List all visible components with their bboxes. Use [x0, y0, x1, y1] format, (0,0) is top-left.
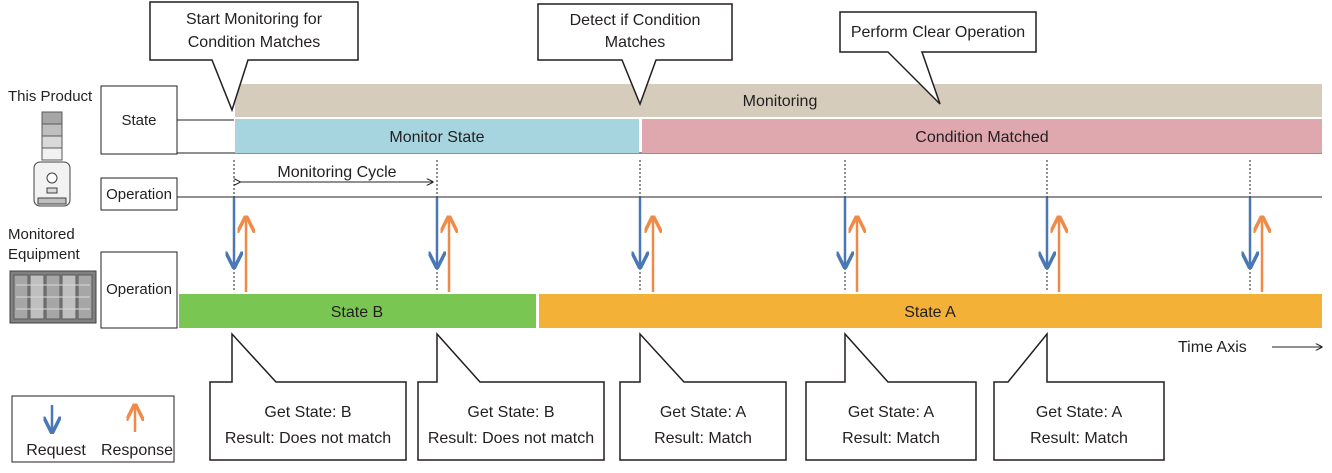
operation-bottom-box — [100, 251, 178, 329]
svg-text:Get State: A: Get State: A — [660, 404, 747, 421]
response-arrows — [246, 217, 1262, 292]
state-row-label: State — [121, 112, 156, 129]
callout-get-state: Get State: B Result: Does not match — [209, 332, 407, 461]
server-rack-icon — [9, 270, 97, 324]
svg-text:Result: Match: Result: Match — [842, 430, 940, 447]
signal-tower-icon — [33, 111, 71, 207]
monitoring-bar — [235, 84, 1322, 117]
svg-text:Detect if Condition: Detect if Condition — [570, 12, 701, 29]
condition-matched-bar-label: Condition Matched — [915, 129, 1048, 146]
state-a-bar — [539, 294, 1322, 328]
callout-get-state: Get State: A Result: Match — [805, 332, 977, 461]
svg-text:Get State: B: Get State: B — [467, 404, 554, 421]
legend-request-label: Request — [26, 442, 86, 459]
legend-response-label: Response — [101, 442, 173, 459]
operation-top-label: Operation — [106, 186, 172, 203]
callout-get-state: Get State: A Result: Match — [619, 332, 787, 461]
svg-text:Result: Does not match: Result: Does not match — [428, 430, 594, 447]
request-arrows — [234, 198, 1250, 267]
svg-text:Result: Match: Result: Match — [654, 430, 752, 447]
monitored-equipment-label-2: Equipment — [8, 246, 81, 263]
callout-start-monitoring: Start Monitoring for Condition Matches — [149, 1, 359, 113]
svg-text:Get State: B: Get State: B — [264, 404, 351, 421]
svg-text:Start Monitoring for: Start Monitoring for — [186, 11, 323, 28]
condition-matched-bar — [642, 119, 1322, 153]
state-b-bar — [179, 294, 536, 328]
callout-get-state: Get State: B Result: Does not match — [417, 332, 605, 461]
svg-text:Matches: Matches — [605, 34, 665, 51]
callout-detect-condition: Detect if Condition Matches — [537, 3, 733, 107]
this-product-label: This Product — [8, 88, 93, 105]
callout-get-state: Get State: A Result: Match — [993, 331, 1165, 461]
operation-top-box — [100, 177, 178, 211]
svg-text:Get State: A: Get State: A — [848, 404, 935, 421]
state-a-bar-label: State A — [904, 304, 956, 321]
monitor-state-bar — [235, 119, 639, 153]
monitor-state-bar-label: Monitor State — [389, 129, 484, 146]
svg-text:Result: Match: Result: Match — [1030, 430, 1128, 447]
svg-text:Condition Matches: Condition Matches — [188, 34, 321, 51]
callout-perform-clear: Perform Clear Operation — [839, 11, 1037, 105]
legend: Request Response — [11, 395, 175, 463]
state-b-bar-label: State B — [331, 304, 383, 321]
monitoring-cycle-label: Monitoring Cycle — [277, 164, 396, 181]
monitoring-bar-label: Monitoring — [743, 93, 818, 110]
svg-text:Get State: A: Get State: A — [1036, 404, 1123, 421]
svg-text:Perform Clear Operation: Perform Clear Operation — [851, 24, 1025, 41]
svg-text:Result: Does not match: Result: Does not match — [225, 430, 391, 447]
monitored-equipment-label-1: Monitored — [8, 226, 75, 243]
time-axis-label: Time Axis — [1178, 339, 1247, 356]
operation-bottom-label: Operation — [106, 281, 172, 298]
